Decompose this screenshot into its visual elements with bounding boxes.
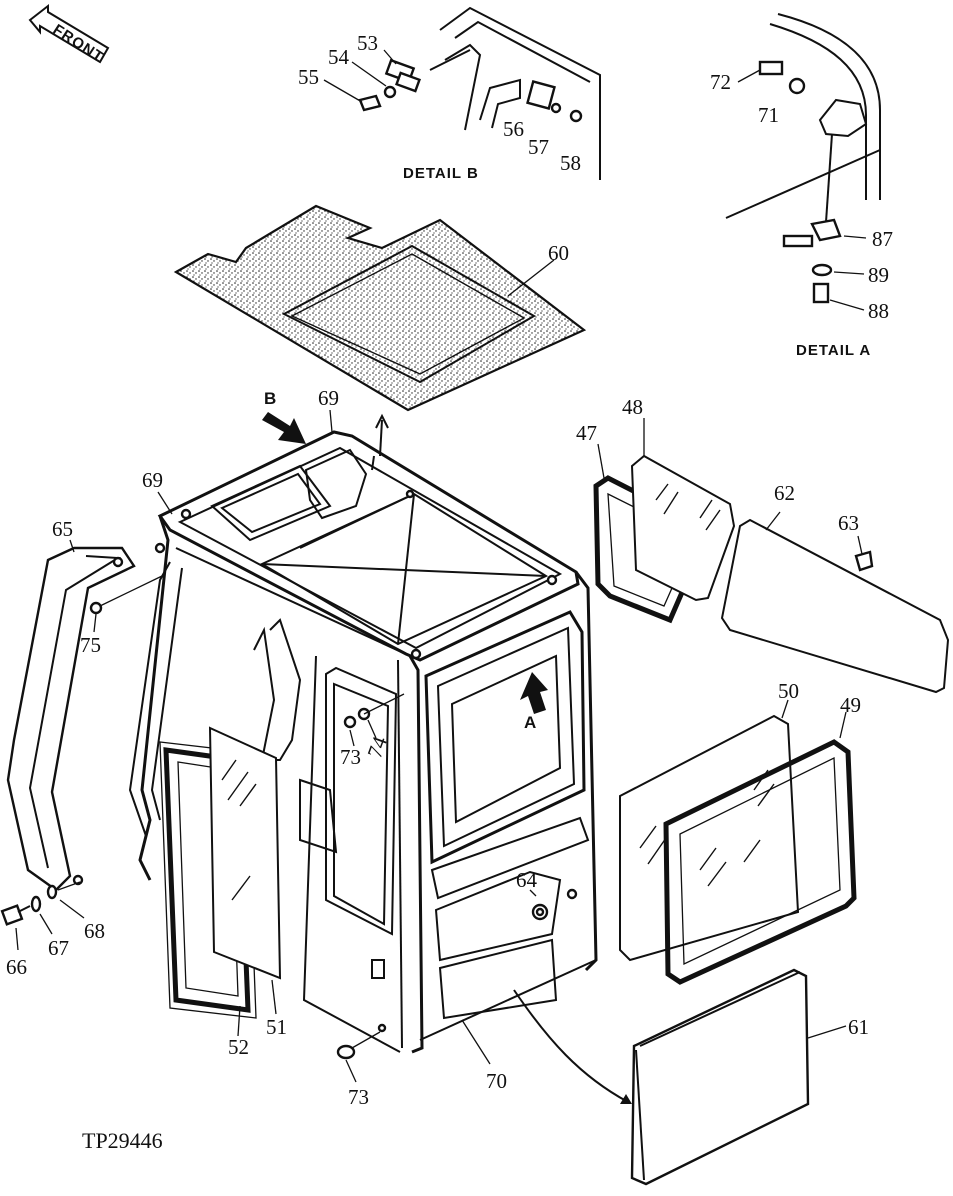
callout-88: 88 [868, 299, 889, 323]
callout-66: 66 [6, 955, 27, 979]
figure-code: TP29446 [82, 1128, 163, 1153]
callout-50: 50 [778, 679, 799, 703]
roof-mat-60 [173, 204, 587, 457]
fastener-64 [529, 889, 549, 921]
callout-51: 51 [266, 1015, 287, 1039]
callout-55: 55 [298, 65, 319, 89]
fasteners-66-67-68 [0, 881, 85, 951]
callout-61: 61 [848, 1015, 869, 1039]
detail-a-illustration [725, 13, 881, 311]
upper-window-glass-48 [630, 454, 736, 602]
view-arrow-b: B [262, 389, 306, 444]
callout-65: 65 [52, 517, 73, 541]
callout-63: 63 [838, 511, 859, 535]
side-window-gasket-49 [663, 739, 857, 985]
fastener-63 [854, 535, 874, 572]
callout-54: 54 [328, 45, 350, 69]
callout-57: 57 [528, 135, 549, 159]
callout-48: 48 [622, 395, 643, 419]
front-label: FRONT [50, 21, 107, 66]
callout-52: 52 [228, 1035, 249, 1059]
cab-frame [128, 430, 598, 1054]
side-window-glass-50 [619, 714, 800, 962]
fasteners-73-74 [336, 693, 405, 1083]
view-arrow-a-label: A [524, 713, 536, 732]
callout-70: 70 [486, 1069, 507, 1093]
callout-72: 72 [710, 70, 731, 94]
callout-87: 87 [872, 227, 893, 251]
side-glass-62 [720, 511, 950, 694]
callout-69-top: 69 [318, 386, 339, 410]
callout-89: 89 [868, 263, 889, 287]
callout-49: 49 [840, 693, 861, 717]
front-direction-indicator: FRONT [28, 3, 110, 66]
callout-75: 75 [80, 633, 101, 657]
callout-47: 47 [576, 421, 597, 445]
callout-53: 53 [357, 31, 378, 55]
view-arrow-a: A [520, 672, 548, 732]
door-window-glass-51 [208, 726, 282, 980]
callout-56: 56 [503, 117, 524, 141]
handle-rail-65 [6, 539, 163, 892]
callout-71: 71 [758, 103, 779, 127]
floor-mat-61 [513, 968, 847, 1186]
callout-67: 67 [48, 936, 69, 960]
callout-73-upper: 73 [340, 745, 361, 769]
callout-60: 60 [548, 241, 569, 265]
view-arrow-b-label: B [264, 389, 276, 408]
callout-64: 64 [516, 868, 538, 892]
callout-62: 62 [774, 481, 795, 505]
detail-a-title: DETAIL A [796, 342, 871, 359]
detail-b-title: DETAIL B [403, 165, 479, 182]
detail-b-illustration [323, 6, 601, 180]
callout-73-lower: 73 [348, 1085, 369, 1109]
callout-68: 68 [84, 919, 105, 943]
callout-69-left: 69 [142, 468, 163, 492]
callout-58: 58 [560, 151, 581, 175]
